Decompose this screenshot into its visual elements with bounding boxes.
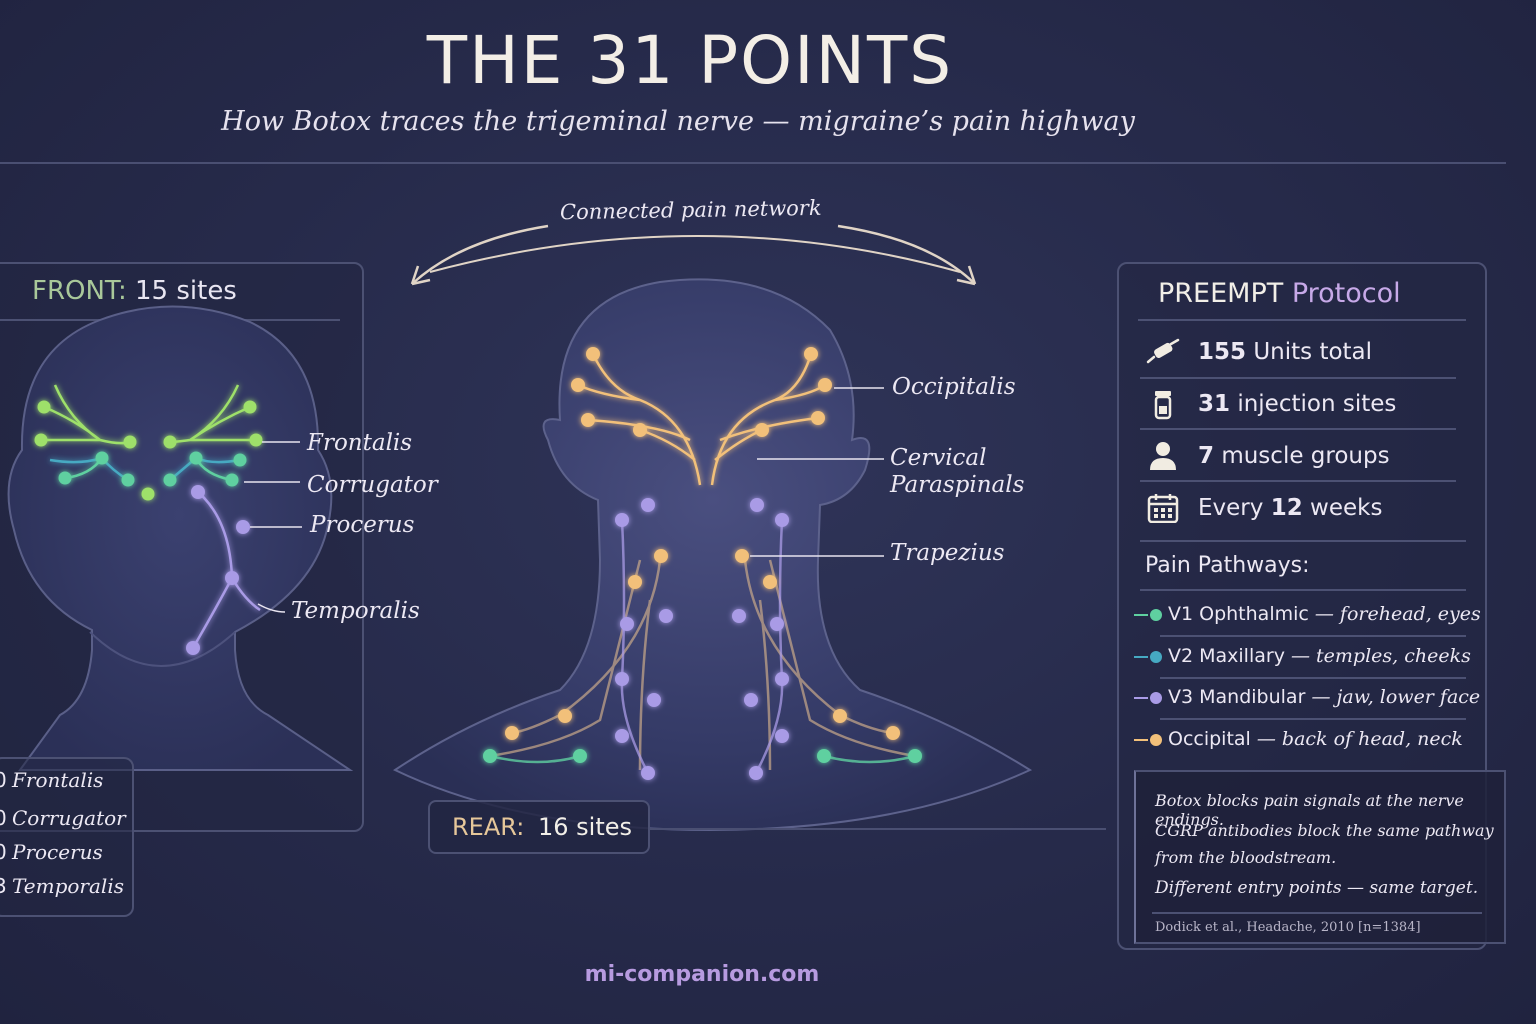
label-cervical: Cervical xyxy=(890,445,987,471)
protocol-divider xyxy=(1138,319,1466,321)
stat-muscles: 7 muscle groups xyxy=(1198,443,1390,469)
front-legend xyxy=(0,757,134,917)
stat-text: muscle groups xyxy=(1221,443,1390,469)
pathway-swatch xyxy=(1134,655,1148,658)
pathway-divider xyxy=(1160,635,1466,637)
stat-value: 12 xyxy=(1270,495,1303,521)
rear-heading-value: 16 sites xyxy=(538,813,633,841)
front-leader-lines xyxy=(244,441,302,613)
rear-leader-lines xyxy=(750,387,884,557)
pathway-desc: — forehead, eyes xyxy=(1314,603,1481,625)
protocol-title-main: PREEMPT xyxy=(1158,278,1284,309)
pathway-dot xyxy=(1150,608,1162,621)
note-box xyxy=(1134,770,1506,944)
page-subtitle: How Botox traces the trigeminal nerve — … xyxy=(221,106,1135,137)
vial-icon xyxy=(1154,391,1172,420)
legend-count: 0 xyxy=(0,806,7,830)
pathway-desc: — back of head, neck xyxy=(1256,728,1463,750)
pathway-swatch xyxy=(1134,613,1148,616)
pathway-code: V3 Mandibular xyxy=(1168,686,1306,708)
pathway-desc: — temples, cheeks xyxy=(1291,645,1471,667)
citation: Dodick et al., Headache, 2010 [n=1384] xyxy=(1155,920,1421,935)
pathway-swatch xyxy=(1134,738,1148,741)
network-arrows xyxy=(410,224,977,286)
label-paraspinals: Paraspinals xyxy=(890,472,1025,498)
label-frontalis: Frontalis xyxy=(307,430,413,456)
stat-divider xyxy=(1140,540,1466,542)
pathway-dot xyxy=(1150,733,1162,746)
pathway-desc: — jaw, lower face xyxy=(1311,686,1481,708)
front-head-silhouette xyxy=(7,305,354,771)
note-divider xyxy=(1152,912,1482,914)
rear-divider xyxy=(650,828,1106,830)
label-procerus: Procerus xyxy=(310,512,415,538)
stat-units: 155 Units total xyxy=(1198,339,1372,365)
protocol-title-sub: Protocol xyxy=(1291,278,1401,309)
stat-text: Units total xyxy=(1253,339,1373,365)
pathway-divider xyxy=(1160,677,1466,679)
pathway-divider xyxy=(1160,718,1466,720)
pathways-heading: Pain Pathways: xyxy=(1145,553,1310,578)
person-icon xyxy=(1150,442,1176,470)
legend-label: Frontalis xyxy=(12,768,104,792)
note-line: Different entry points — same target. xyxy=(1155,878,1479,898)
calendar-icon xyxy=(1147,494,1179,523)
pathway-v2: V2 Maxillary — temples, cheeks xyxy=(1134,645,1471,667)
label-trapezius: Trapezius xyxy=(890,540,1005,566)
legend-label: Procerus xyxy=(12,840,103,864)
note-line: from the bloodstream. xyxy=(1155,848,1337,867)
pathway-v3: V3 Mandibular — jaw, lower face xyxy=(1134,686,1480,708)
label-occipitalis: Occipitalis xyxy=(892,374,1016,400)
rear-heading: REAR: 16 sites xyxy=(428,800,650,854)
syringe-icon xyxy=(1146,338,1180,364)
footer-site[interactable]: mi-companion.com xyxy=(584,962,820,987)
pathway-dot xyxy=(1150,691,1162,704)
rear-head-silhouette xyxy=(392,278,1033,832)
pathway-code: V2 Maxillary xyxy=(1168,645,1285,667)
pathway-dot xyxy=(1150,650,1162,663)
front-heading-key: FRONT: xyxy=(32,276,127,306)
stat-value: 7 xyxy=(1198,443,1215,469)
protocol-title: PREEMPT Protocol xyxy=(1158,278,1401,309)
note-line: Botox blocks pain signals at the nerve e… xyxy=(1155,791,1464,829)
stat-divider xyxy=(1140,377,1456,379)
stat-divider xyxy=(1140,480,1456,482)
pathway-code: V1 Ophthalmic xyxy=(1168,603,1309,625)
page-title: THE 31 POINTS xyxy=(426,22,954,99)
rear-heading-key: REAR: xyxy=(452,813,525,841)
note-line: CGRP antibodies block the same pathway xyxy=(1155,821,1494,840)
network-label: Connected pain network xyxy=(559,195,822,225)
label-corrugator: Corrugator xyxy=(307,472,438,498)
front-heading-value: 15 sites xyxy=(135,276,237,306)
stat-text: injection sites xyxy=(1237,391,1397,417)
legend-count: 0 xyxy=(0,768,7,792)
rear-points xyxy=(483,347,922,780)
stat-frequency: Every 12 weeks xyxy=(1198,495,1382,521)
legend-label: Corrugator xyxy=(12,806,126,830)
stat-divider xyxy=(1140,428,1456,430)
pathway-swatch xyxy=(1134,696,1148,699)
pathway-v1: V1 Ophthalmic — forehead, eyes xyxy=(1134,603,1481,625)
pathway-occipital: Occipital — back of head, neck xyxy=(1134,728,1463,750)
pathways-divider xyxy=(1140,589,1466,591)
stat-value: 155 xyxy=(1198,339,1247,365)
front-heading: FRONT: 15 sites xyxy=(32,276,237,306)
stat-sites: 31 injection sites xyxy=(1198,391,1396,417)
legend-count: 3 xyxy=(0,874,7,898)
legend-count: 0 xyxy=(0,840,7,864)
pathway-code: Occipital xyxy=(1168,728,1251,750)
legend-label: Temporalis xyxy=(12,874,124,898)
front-points xyxy=(34,400,263,655)
stat-value: 31 xyxy=(1198,391,1231,417)
title-divider xyxy=(0,162,1506,164)
stat-prefix: Every xyxy=(1198,495,1264,521)
stat-text: weeks xyxy=(1310,495,1383,521)
label-temporalis: Temporalis xyxy=(291,598,420,624)
